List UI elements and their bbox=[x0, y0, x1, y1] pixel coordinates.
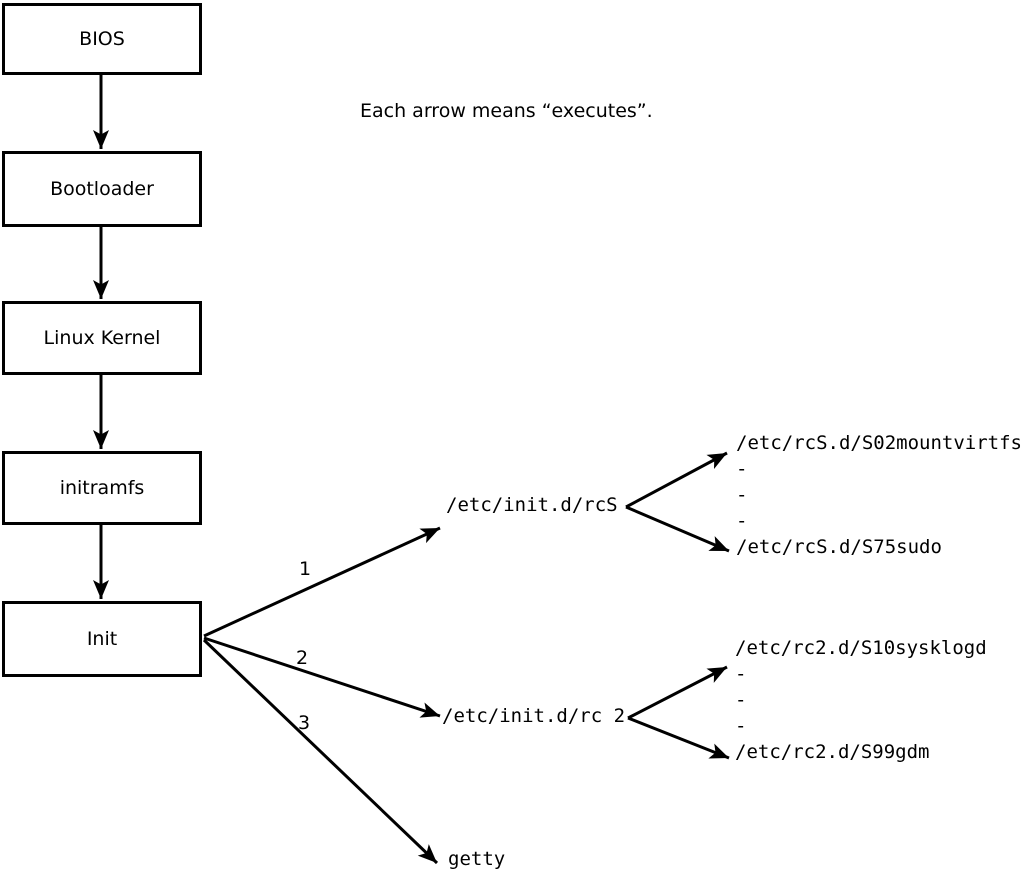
rcs-child-ellipsis-3: - bbox=[736, 510, 748, 532]
rc2-child-ellipsis-1: - bbox=[735, 663, 747, 685]
rcs-child-ellipsis-2: - bbox=[736, 484, 748, 506]
rc2-children-list: /etc/rc2.d/S10sysklogd - - - /etc/rc2.d/… bbox=[735, 635, 987, 765]
flow-box-init: Init bbox=[2, 601, 202, 677]
flow-box-bootloader: Bootloader bbox=[2, 151, 202, 227]
flow-box-bios: BIOS bbox=[2, 3, 202, 75]
flow-box-init-label: Init bbox=[86, 628, 118, 650]
arrow-init-to-rcs bbox=[203, 526, 441, 638]
rc2-child-ellipsis-3: - bbox=[735, 715, 747, 737]
rc2-child-s10sysklogd: /etc/rc2.d/S10sysklogd bbox=[735, 637, 987, 659]
rcs-child-s02mountvirtfs: /etc/rcS.d/S02mountvirtfs bbox=[736, 432, 1022, 454]
rcs-child-s75sudo: /etc/rcS.d/S75sudo bbox=[736, 536, 942, 558]
target-rcs: /etc/init.d/rcS bbox=[446, 494, 618, 516]
flow-box-bootloader-label: Bootloader bbox=[50, 178, 154, 200]
legend-note: Each arrow means “executes”. bbox=[360, 100, 653, 122]
arrow-rcs-to-s75sudo bbox=[625, 505, 730, 553]
arrow-init-to-getty bbox=[202, 638, 439, 865]
rc2-child-ellipsis-2: - bbox=[735, 689, 747, 711]
branch-number-3: 3 bbox=[298, 712, 311, 734]
arrow-init-to-rc2 bbox=[203, 636, 441, 718]
rcs-child-ellipsis-1: - bbox=[736, 458, 748, 480]
target-rc2: /etc/init.d/rc 2 bbox=[442, 705, 626, 727]
branch-number-1: 1 bbox=[299, 558, 312, 580]
flow-box-initramfs-label: initramfs bbox=[59, 477, 145, 499]
arrow-rc2-to-s99gdm bbox=[627, 716, 730, 760]
rc2-child-s99gdm: /etc/rc2.d/S99gdm bbox=[735, 741, 930, 763]
flow-box-bios-label: BIOS bbox=[79, 28, 125, 50]
flow-box-linux-kernel-label: Linux Kernel bbox=[43, 327, 161, 349]
branch-number-2: 2 bbox=[296, 647, 309, 669]
target-getty: getty bbox=[448, 848, 506, 870]
arrow-rcs-to-s02mountvirtfs bbox=[625, 451, 728, 509]
rcs-children-list: /etc/rcS.d/S02mountvirtfs - - - /etc/rcS… bbox=[736, 430, 1022, 560]
flow-box-initramfs: initramfs bbox=[2, 451, 202, 525]
flow-box-linux-kernel: Linux Kernel bbox=[2, 301, 202, 375]
arrow-rc2-to-s10sysklogd bbox=[627, 665, 728, 720]
